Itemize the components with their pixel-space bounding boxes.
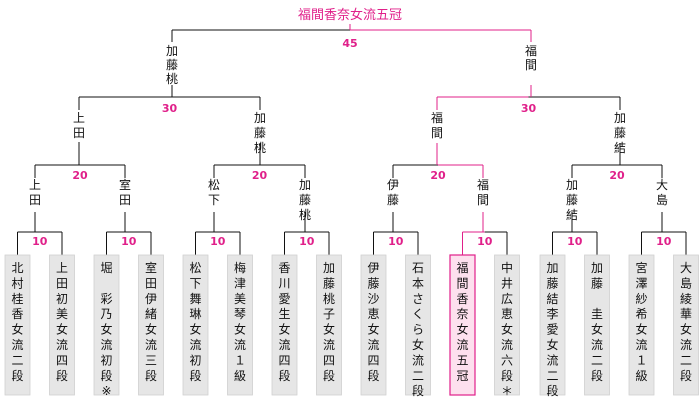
qf-left-name: 松下 — [208, 178, 220, 207]
qf-right-name: 加藤桃 — [299, 178, 311, 222]
qf-left-name: 上田 — [29, 178, 41, 207]
player-box — [271, 254, 298, 396]
player-box — [584, 254, 610, 396]
qf-right-name: 室田 — [119, 177, 131, 207]
player-box — [360, 254, 387, 396]
sf-left-name: 上田 — [73, 111, 85, 140]
player-box — [227, 254, 253, 396]
player-name: 加藤 圭女流二段 — [591, 261, 603, 383]
r1-score: 10 — [567, 235, 583, 248]
qf-score: 20 — [430, 169, 446, 182]
bracket-scores: 10 10 10 10 10 10 10 10 20 20 20 20 30 30 45 — [32, 37, 672, 248]
final-score: 45 — [342, 37, 357, 50]
r1-score: 10 — [210, 235, 226, 248]
sf-right-name: 加藤結 — [614, 111, 626, 155]
r1-score: 10 — [477, 235, 493, 248]
player-name: 石本さくら女流二段 — [412, 261, 424, 398]
player-box — [138, 254, 164, 396]
player-box — [316, 254, 342, 396]
player-name: 上田初美女流四段 — [56, 261, 68, 383]
player-box — [182, 254, 209, 396]
qf-left-name: 伊藤 — [387, 178, 399, 207]
player-name: 梅津美琴女流１級 — [234, 260, 246, 383]
player-box — [449, 254, 476, 396]
sf-left-name: 福間 — [431, 110, 443, 140]
player-name: 大島綾華女流二段 — [680, 261, 692, 383]
sf-right-name: 加藤桃 — [254, 111, 266, 155]
player-name: 伊藤沙恵女流四段 — [367, 261, 379, 383]
r1-score: 10 — [32, 235, 48, 248]
player-name: 北村桂香女流二段 — [11, 261, 23, 383]
bracket-lines — [17, 24, 687, 255]
player-name: 室田伊緒女流三段 — [145, 260, 157, 383]
r1-score: 10 — [299, 235, 315, 248]
player-box — [494, 254, 520, 396]
final-left-name: 加藤桃 — [166, 44, 178, 86]
player-name: 香川愛生女流四段 — [278, 261, 290, 383]
player-box — [673, 254, 699, 396]
qf-score: 20 — [609, 169, 625, 182]
qf-right-name: 福間 — [477, 177, 489, 207]
player-box — [4, 254, 31, 396]
r1-score: 10 — [656, 235, 672, 248]
bracket-title: 福間香奈女流五冠 — [298, 7, 402, 23]
player-boxes: 北村桂香女流二段 上田初美女流四段 堀 彩乃女流初段※ 室田伊緒女流三段 松下舞琳女流初… — [4, 254, 699, 398]
qf-right-name: 大島 — [656, 178, 668, 207]
player-box — [93, 254, 120, 396]
player-name: 中井広恵女流六段＊ — [501, 260, 513, 398]
player-name: 堀 彩乃女流初段※ — [100, 260, 112, 398]
r1-score: 10 — [388, 235, 404, 248]
sf-score: 30 — [162, 102, 178, 115]
qf-score: 20 — [252, 169, 268, 182]
r1-score: 10 — [121, 235, 137, 248]
player-name: 福間香奈女流五冠 — [456, 260, 468, 383]
player-name: 宮澤紗希女流１級 — [635, 260, 647, 383]
player-box — [49, 254, 75, 396]
player-box — [539, 254, 566, 396]
final-right-name: 福間 — [525, 43, 537, 72]
qf-score: 20 — [72, 169, 88, 182]
player-name: 加藤桃子女流四段 — [323, 261, 335, 383]
player-name: 加藤結李愛女流二段 — [546, 261, 558, 398]
sf-score: 30 — [521, 102, 537, 115]
player-name: 松下舞琳女流初段 — [189, 261, 201, 383]
qf-left-name: 加藤結 — [566, 178, 578, 222]
player-box — [405, 254, 431, 396]
player-box — [628, 254, 655, 396]
